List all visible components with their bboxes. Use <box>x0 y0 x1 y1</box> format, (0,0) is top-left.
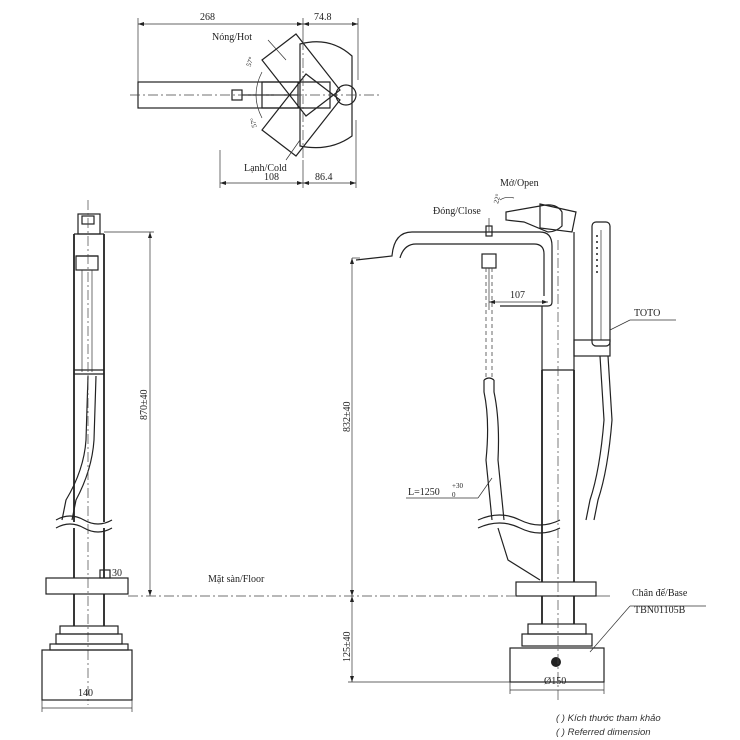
plate-thickness-label: 30 <box>112 568 122 579</box>
cold-label: Lạnh/Cold <box>244 163 287 174</box>
floor-label: Mặt sàn/Floor <box>208 574 265 585</box>
hose-tolerance-lower: 0 <box>452 491 456 499</box>
notes: ( ) Kích thước tham khảo ( ) Referred di… <box>556 713 661 738</box>
dim-bottom-left: 108 <box>264 172 279 183</box>
note-reference-en: ( ) Referred dimension <box>556 727 651 738</box>
floor-line: Mặt sàn/Floor <box>128 574 610 597</box>
hose-tolerance-upper: +30 <box>452 482 463 490</box>
front-view: Đóng/Close 107 22° Mở/Open <box>342 178 706 700</box>
dim-front-height: 832±40 <box>342 402 353 433</box>
brand-label: TOTO <box>634 308 660 319</box>
angle-lever-label: 22° <box>492 193 502 205</box>
hose-length-label: L=1250 <box>408 487 440 498</box>
close-label: Đóng/Close <box>433 206 481 217</box>
dim-bottom-right: 86.4 <box>315 172 333 183</box>
dim-base-diameter: Ø150 <box>544 676 566 687</box>
dim-top-right: 74.8 <box>314 12 332 23</box>
side-view: 30 870±40 140 <box>41 200 154 712</box>
angle-hot-label: 57° <box>245 56 256 68</box>
dim-side-base-width: 140 <box>78 688 93 699</box>
note-reference-vi: ( ) Kích thước tham khảo <box>556 713 661 724</box>
dim-top-width: 268 <box>200 12 215 23</box>
dim-spout-reach: 107 <box>510 290 525 301</box>
base-label: Chân đế/Base <box>632 588 688 599</box>
dim-side-height: 870±40 <box>139 390 150 421</box>
base-model-label: TBN01105B <box>634 605 686 616</box>
dim-base-height: 125±40 <box>342 632 353 663</box>
hot-label: Nóng/Hot <box>212 32 252 43</box>
open-label: Mở/Open <box>500 178 539 189</box>
top-view: 268 74.8 57° 57° Nóng/Hot Lạnh/Cold <box>130 12 382 188</box>
angle-cold-label: 57° <box>249 117 259 128</box>
